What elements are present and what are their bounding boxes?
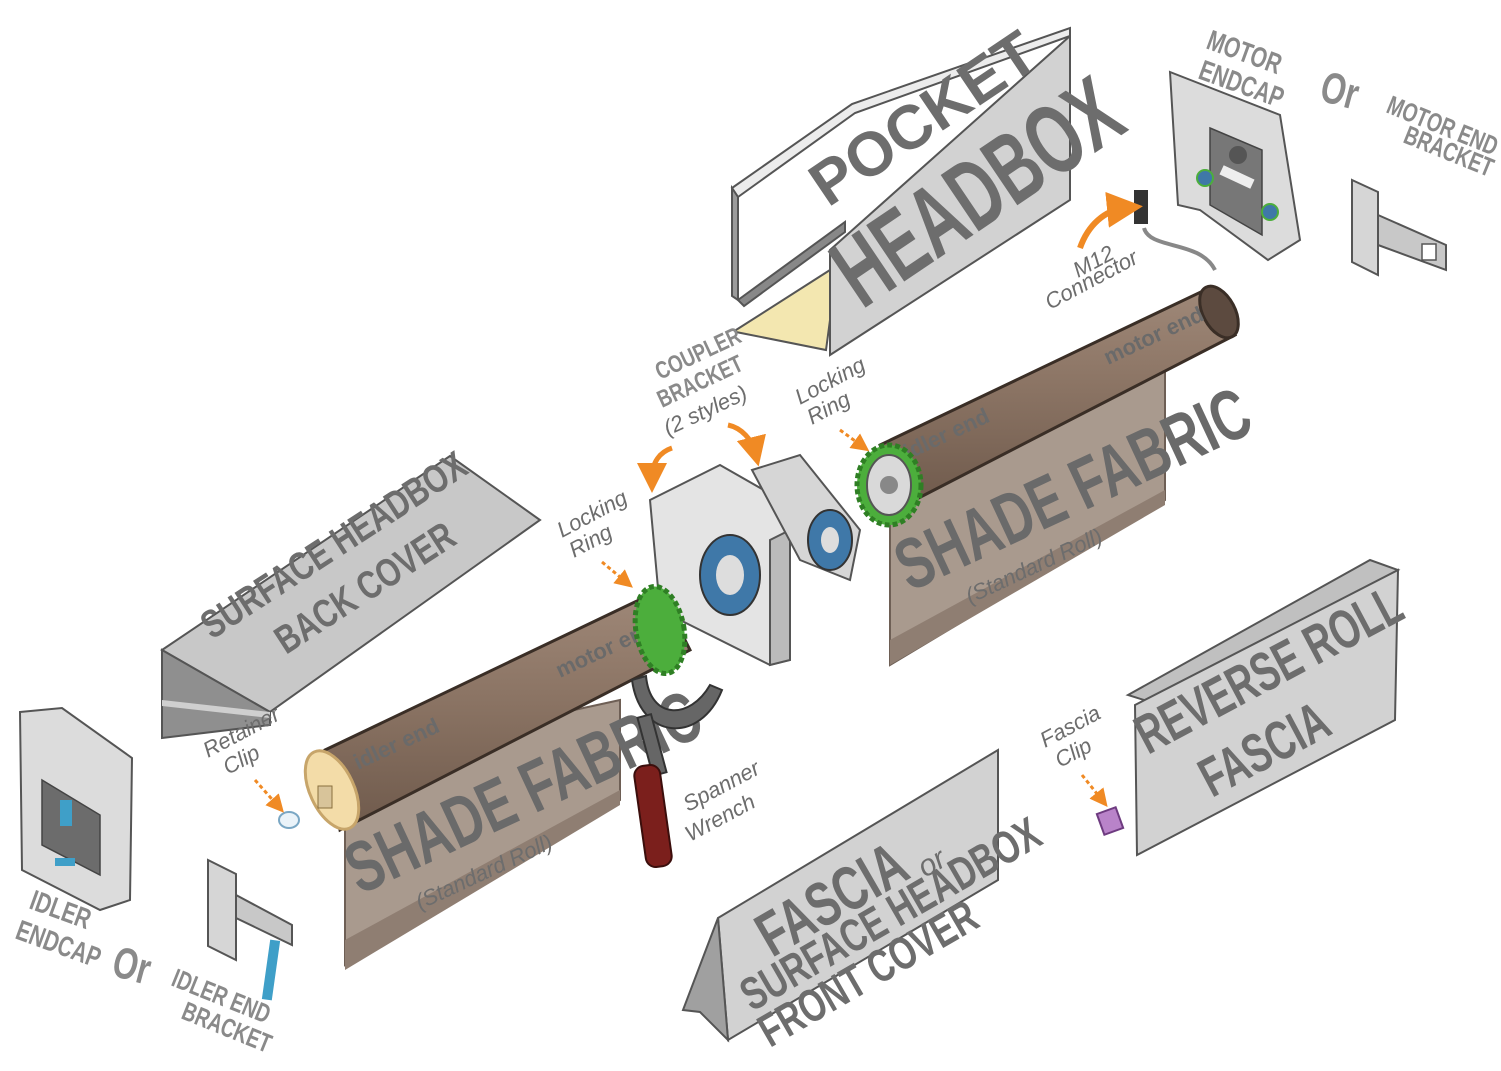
upper-locking-ring	[857, 445, 921, 525]
fascia-clip	[1097, 807, 1123, 835]
motor-end-bracket	[1352, 180, 1446, 275]
or-motor-label: Or	[1315, 62, 1364, 119]
or-idler-label: Or	[107, 937, 156, 994]
idler-endcap	[20, 708, 132, 910]
retainer-clip	[279, 812, 299, 828]
pocket-headbox: POCKET HEADBOX	[732, 18, 1142, 355]
